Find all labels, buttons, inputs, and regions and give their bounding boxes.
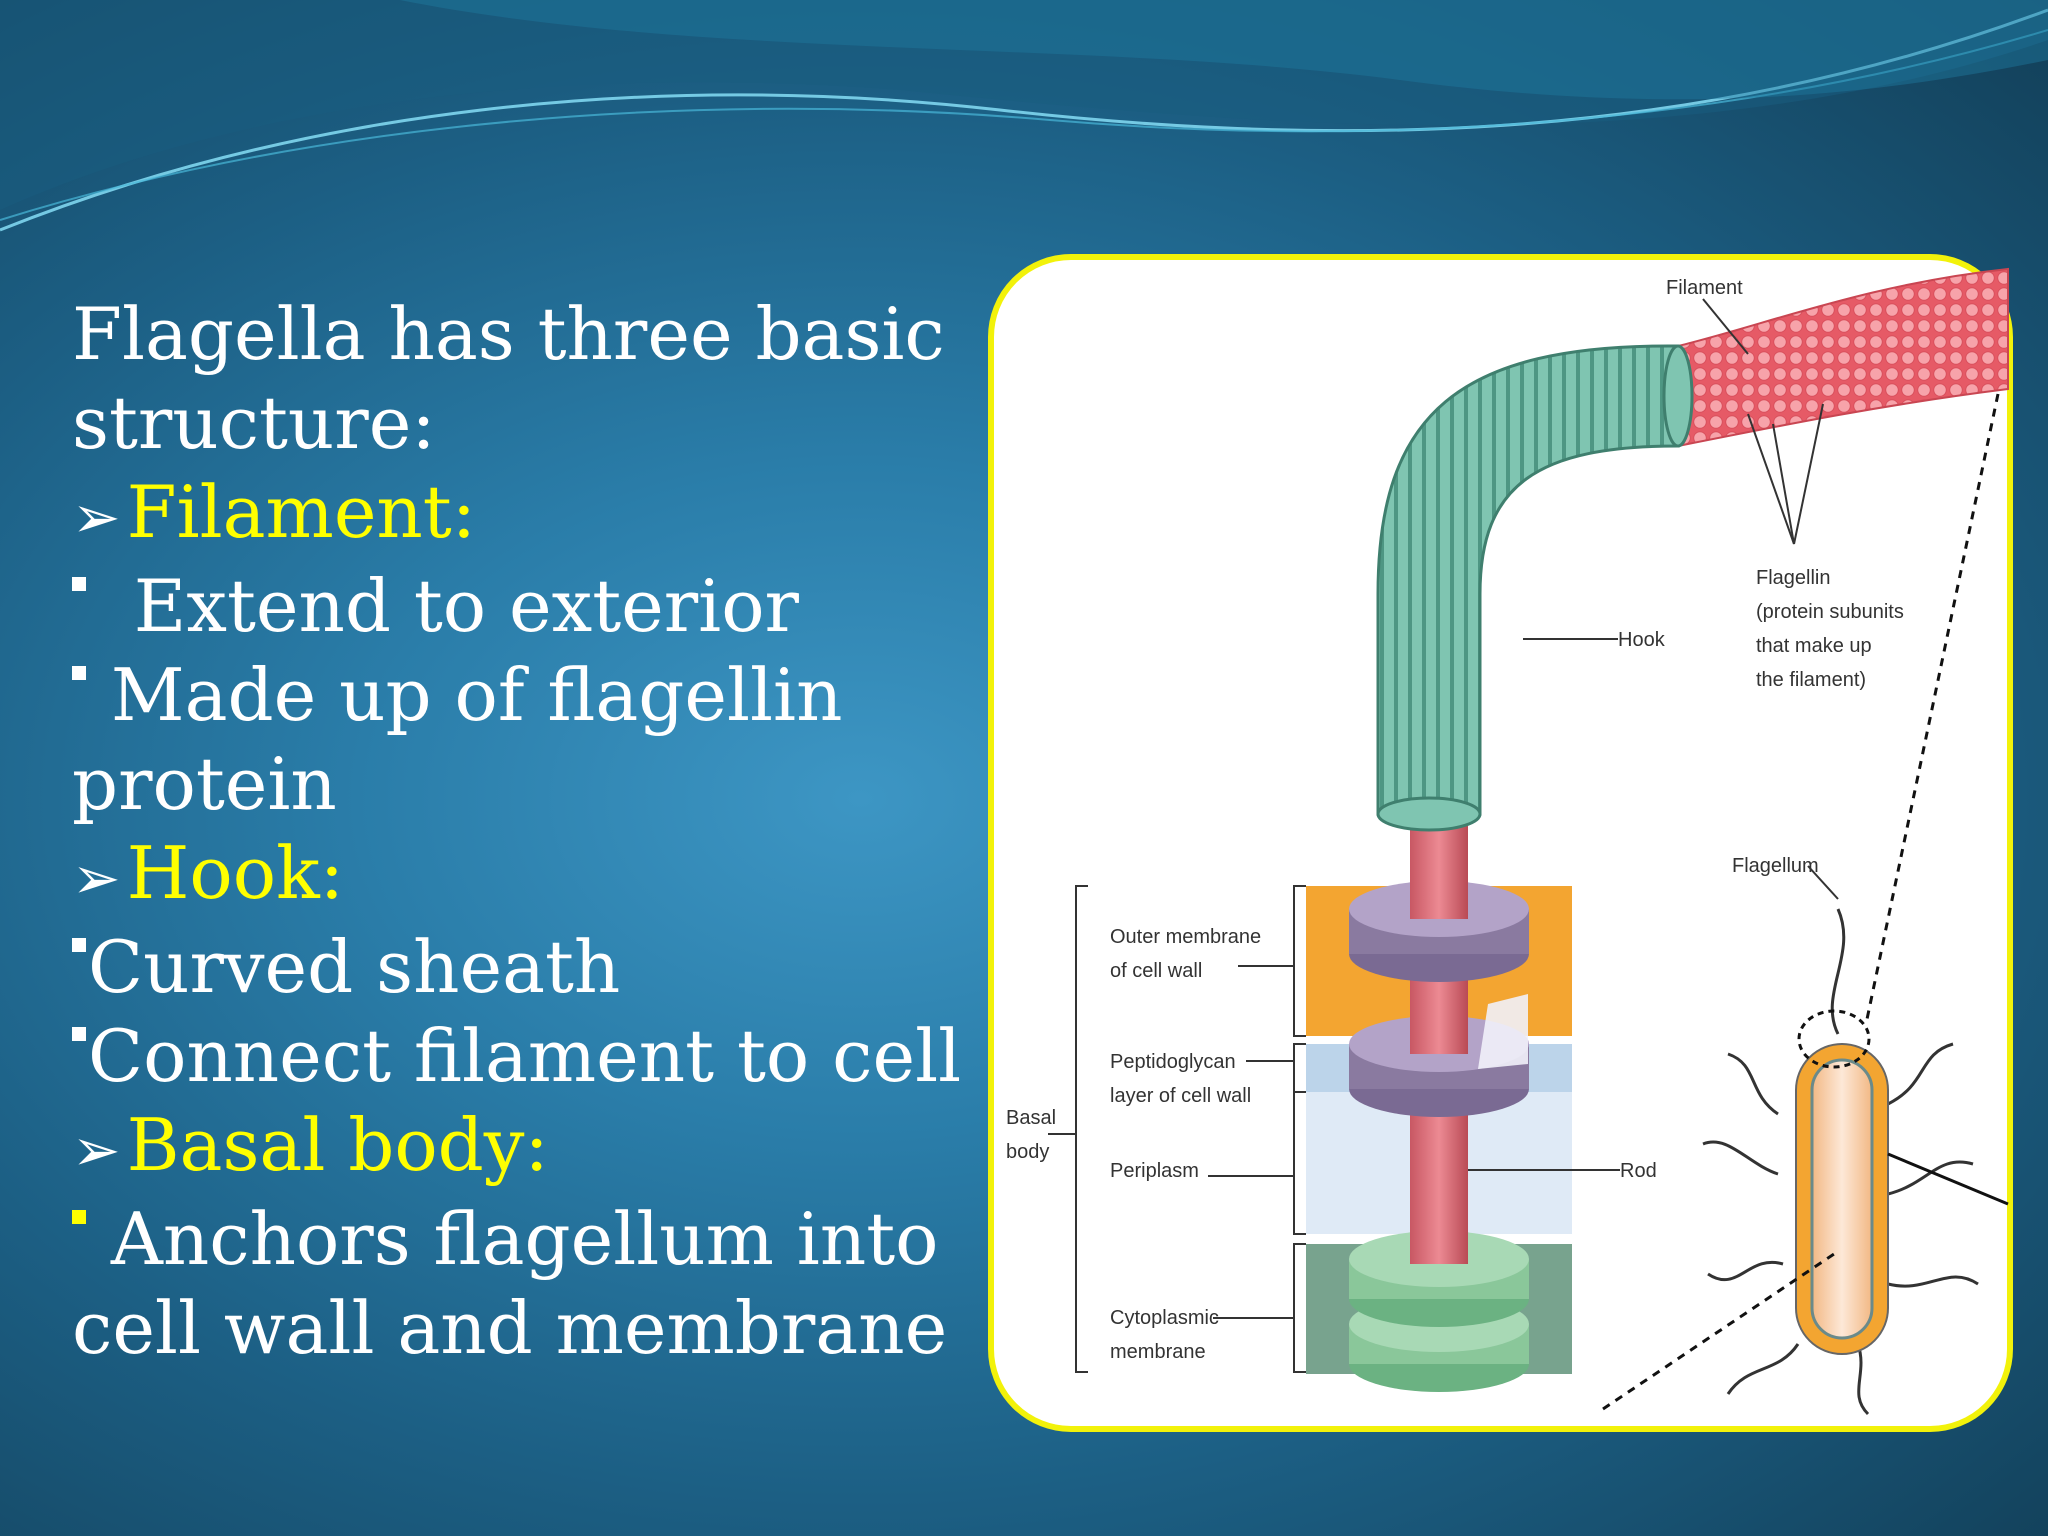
label-cytoplasmic-1: Cytoplasmic [1110,1307,1219,1329]
bullet-text: Anchors flagellum into [110,1197,939,1281]
section-title: Basal body: [126,1103,549,1187]
bullet-item: Anchors flagellum into [72,1195,972,1284]
square-bullet-icon [72,1027,86,1041]
label-basal-2: body [1006,1141,1049,1163]
label-flagellum: Flagellum [1732,855,1819,877]
label-rod: Rod [1620,1160,1657,1182]
bullet-item: Made up of flagellin [72,651,972,740]
label-periplasm: Periplasm [1110,1160,1199,1182]
label-flagellin-1: Flagellin [1756,567,1830,589]
label-hook: Hook [1618,629,1666,651]
square-bullet-icon [72,666,86,680]
bullet-text: Curved sheath [88,925,621,1009]
label-flagellin-4: the filament) [1756,669,1866,691]
label-outer-membrane-1: Outer membrane [1110,926,1261,948]
label-peptidoglycan-2: layer of cell wall [1110,1085,1251,1107]
heading-line-2: structure: [72,381,436,465]
label-cytoplasmic-2: membrane [1110,1341,1206,1363]
slide-text: Flagella has three basic structure: ➢Fil… [72,290,972,1373]
flagellum-diagram: Filament Flagellin (protein subunits tha… [988,254,2013,1432]
square-bullet-icon [72,1210,86,1224]
filament-body [1677,267,2009,448]
hook-sheath [1376,344,1680,816]
background-waves [0,0,2048,232]
bullet-text: Connect filament to cell [88,1014,962,1098]
section-hook-title: ➢Hook: [72,829,972,923]
bullet-item: Connect filament to cell [72,1012,972,1101]
bullet-continuation: cell wall and membrane [72,1286,948,1370]
square-bullet-icon [72,577,86,591]
label-outer-membrane-2: of cell wall [1110,960,1202,982]
section-filament-title: ➢Filament: [72,468,972,562]
square-bullet-icon [72,938,86,952]
label-flagellin-3: that make up [1756,635,1872,657]
bullet-text: Extend to exterior [133,564,799,648]
arrow-bullet-icon: ➢ [72,844,121,912]
bacterium-cell [1602,393,2009,1416]
bullet-continuation: protein [72,742,337,826]
label-flagellin-2: (protein subunits [1756,601,1904,623]
section-title: Filament: [126,470,476,554]
lower-rings [1349,1231,1529,1392]
heading-line-1: Flagella has three basic [72,292,945,376]
bullet-text: Made up of flagellin [110,653,843,737]
figure-frame [988,254,2013,1432]
bullet-item: Curved sheath [72,923,972,1012]
arrow-bullet-icon: ➢ [72,1116,121,1184]
arrow-bullet-icon: ➢ [72,483,121,551]
bullet-item: Extend to exterior [72,562,972,651]
section-title: Hook: [126,831,344,915]
section-basal-title: ➢Basal body: [72,1101,972,1195]
label-filament: Filament [1666,277,1743,299]
label-peptidoglycan-1: Peptidoglycan [1110,1051,1236,1073]
label-basal-1: Basal [1006,1107,1056,1129]
